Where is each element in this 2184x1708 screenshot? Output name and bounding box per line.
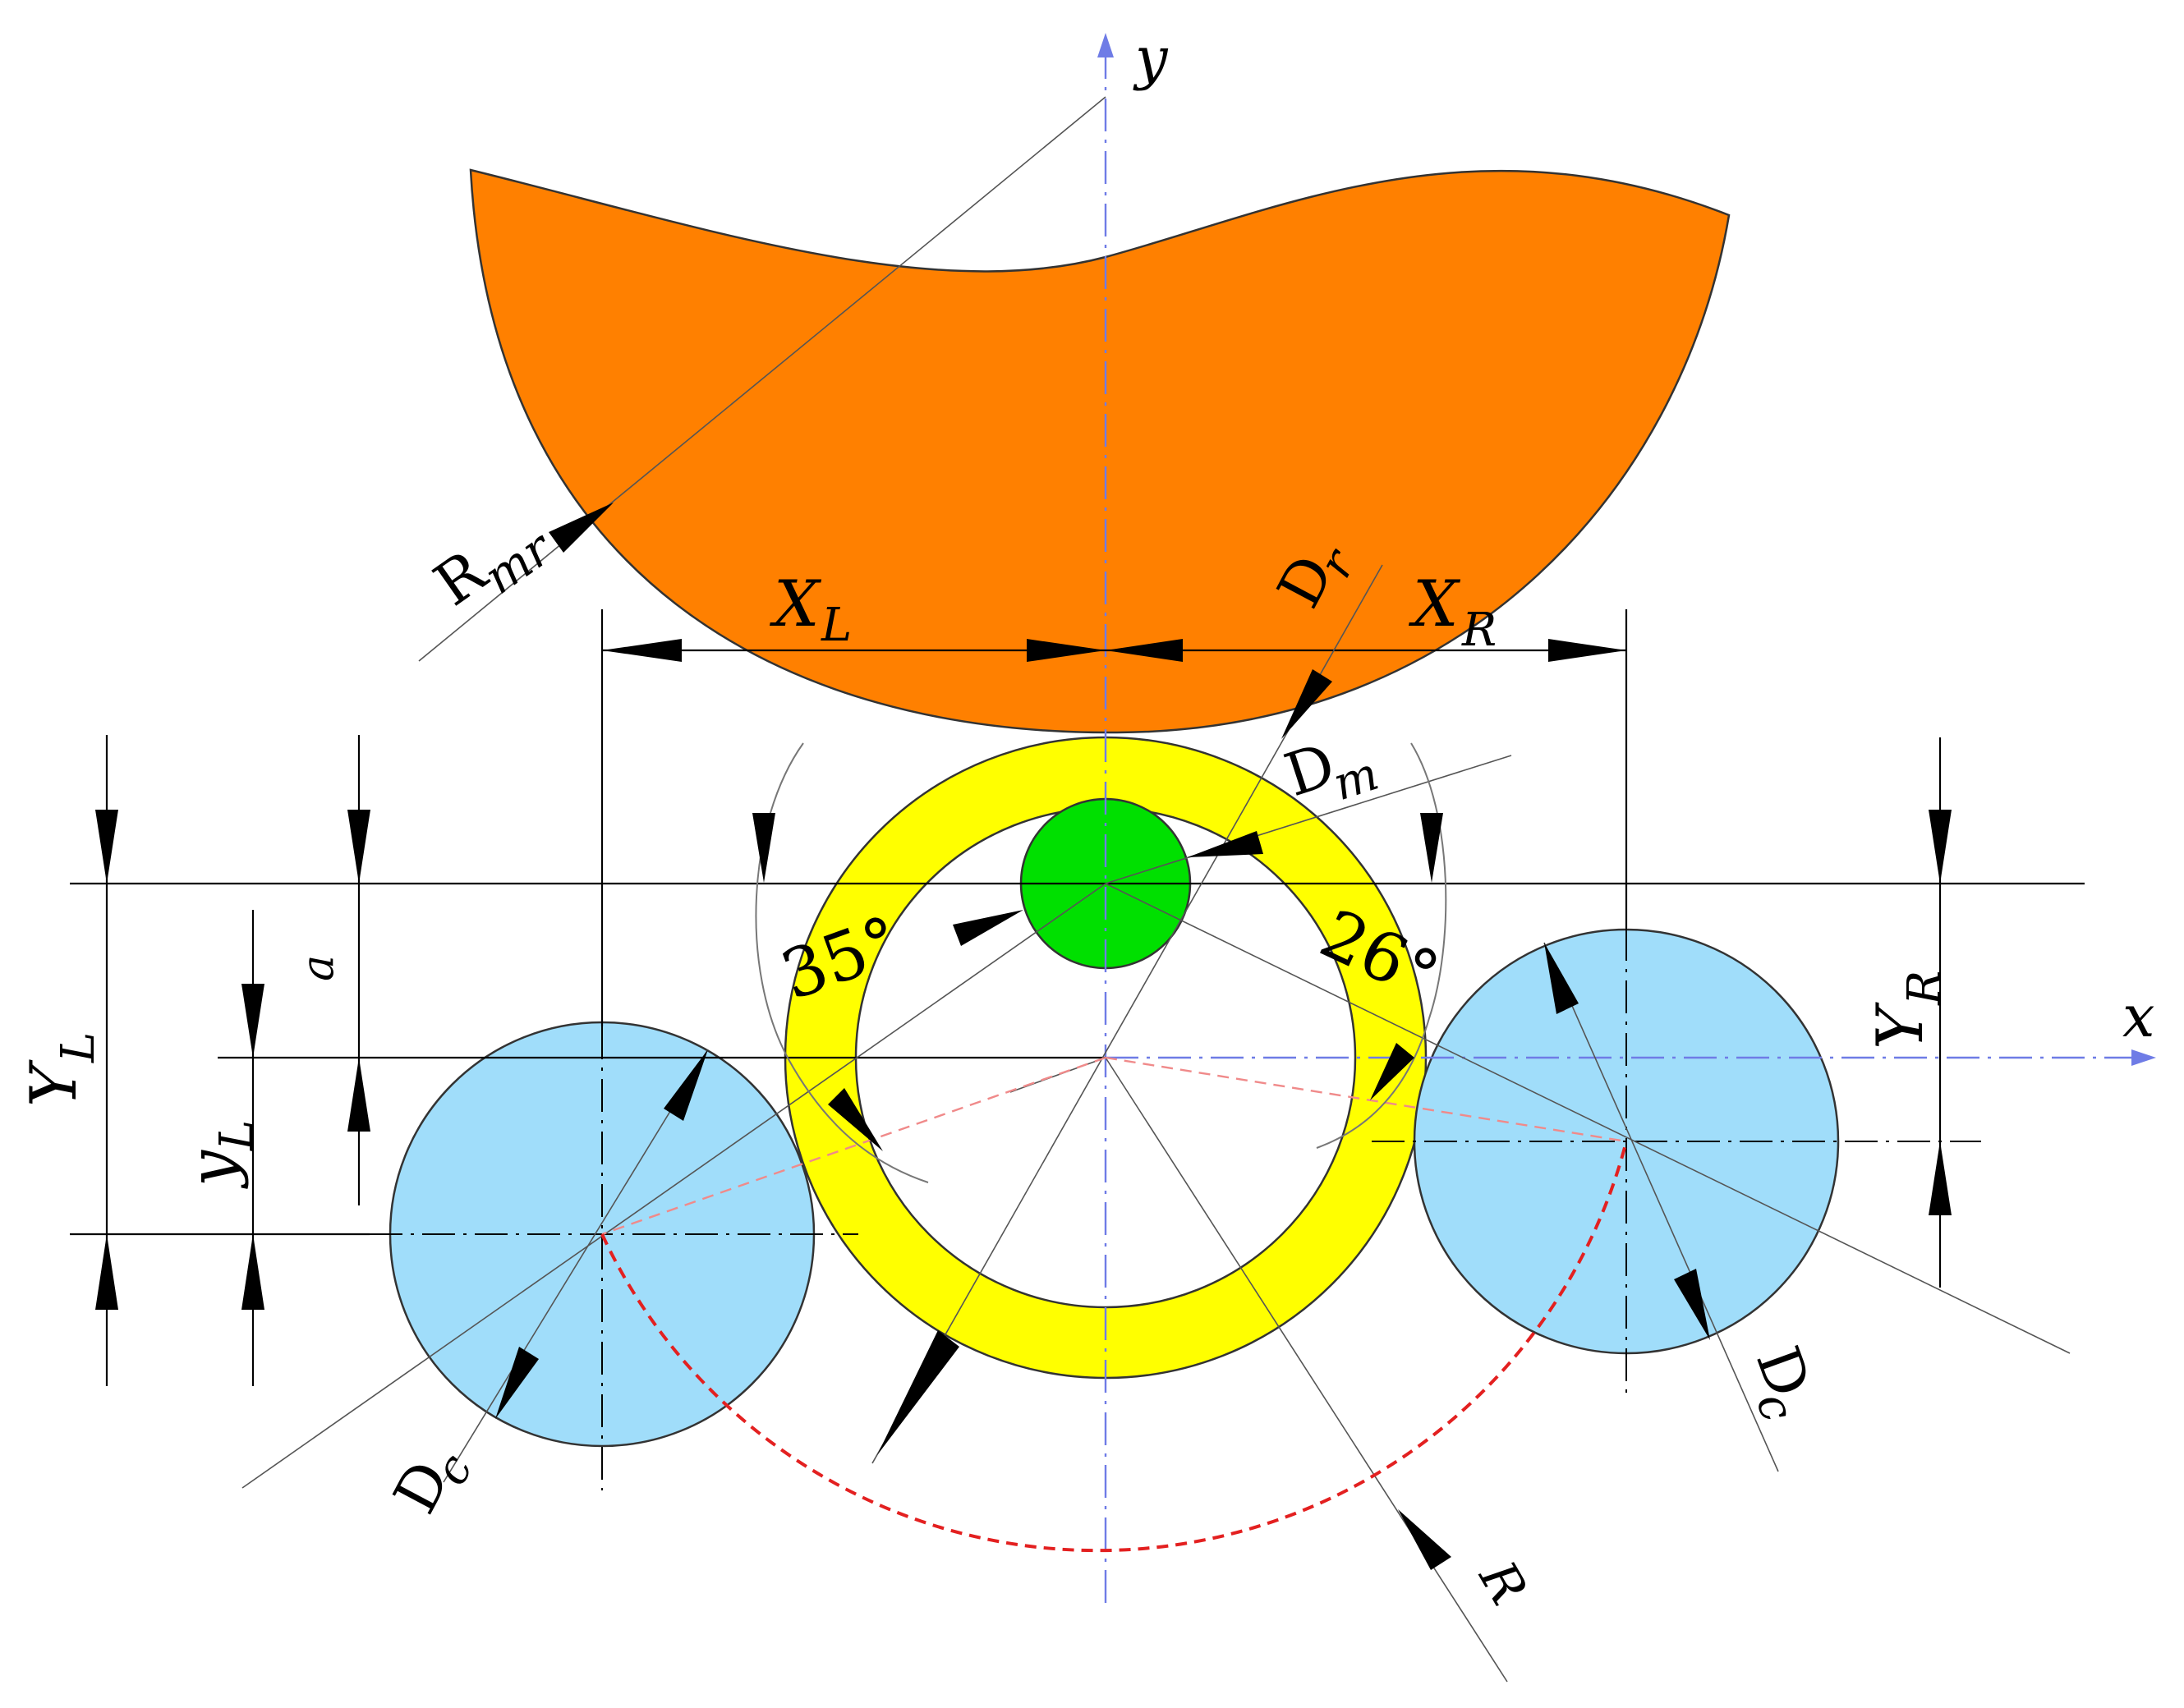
yl-label: Y L	[17, 1032, 105, 1107]
dc-right-arrow-bottom	[1674, 1269, 1710, 1340]
svg-text:L: L	[52, 1032, 105, 1063]
svg-text:L: L	[821, 599, 852, 652]
r-arrow	[1398, 1509, 1451, 1570]
dr-arrow-bottom	[877, 1330, 959, 1455]
r-label: R	[1468, 1550, 1539, 1614]
svg-text:R: R	[1898, 971, 1952, 1006]
dc-left-arrow-bottom	[495, 1347, 539, 1419]
a-arrow-top	[347, 810, 370, 884]
y-l-arrow-bottom	[241, 1234, 264, 1310]
rmr-label: R mr	[422, 519, 564, 619]
dm-arrow-bottom	[953, 910, 1023, 946]
svg-text:L: L	[210, 1120, 264, 1151]
x-axis-label: x	[2122, 983, 2154, 1050]
red-arc	[600, 1141, 1628, 1553]
svg-text:Y: Y	[1864, 1002, 1938, 1049]
dr-arrow-top	[1281, 669, 1332, 739]
angle-26-arrow-top	[1420, 813, 1443, 883]
a-label: a	[292, 955, 343, 981]
svg-text:35°: 35°	[771, 902, 910, 1016]
xr-arrow-left	[1106, 639, 1183, 662]
yr-arrow-top	[1929, 810, 1952, 884]
y-l-arrow-top	[241, 984, 264, 1058]
red-line-right	[1105, 1056, 1627, 1143]
angle-26-arrow-bottom	[1370, 1043, 1414, 1100]
x-axis-arrowhead	[2131, 1049, 2156, 1066]
dc-left-label: D c	[380, 1446, 484, 1524]
y-l-label: y L	[176, 1120, 264, 1189]
dm-leader-line	[1105, 755, 1512, 884]
y-axis-label: y	[1133, 25, 1169, 92]
dc-left-arrow-top	[664, 1049, 708, 1121]
xl-arrow-right	[1027, 639, 1106, 662]
xr-arrow-right	[1548, 639, 1626, 662]
y-axis-arrowhead	[1097, 33, 1114, 57]
svg-text:Y: Y	[17, 1059, 91, 1107]
rmr-arrow	[549, 503, 614, 553]
r-leader-line	[1105, 1057, 1508, 1683]
svg-text:y: y	[176, 1150, 250, 1189]
yl-arrow-top	[95, 810, 118, 884]
angle-35-label: 35°	[771, 902, 910, 1016]
right-roller-diameter-line	[1543, 942, 1779, 1472]
rmr-leader-line	[418, 96, 1106, 662]
yr-arrow-bottom	[1929, 1141, 1952, 1215]
xl-label: X L	[769, 567, 852, 652]
left-roller-diameter-line	[443, 1049, 709, 1483]
yl-arrow-bottom	[95, 1234, 118, 1310]
dc-right-label: D c	[1743, 1338, 1824, 1428]
right-roller-contact-line	[1105, 883, 2071, 1354]
red-line-left	[601, 1056, 1106, 1236]
svg-text:R: R	[1461, 604, 1497, 657]
svg-text:X: X	[769, 567, 822, 641]
angle-35-arrow-bottom	[828, 1088, 883, 1151]
dc-right-arrow-top	[1544, 943, 1579, 1014]
xl-arrow-left	[602, 639, 682, 662]
a-arrow-bottom	[347, 1058, 370, 1132]
svg-text:m: m	[1326, 747, 1385, 811]
svg-text:R: R	[1468, 1550, 1539, 1614]
svg-text:X: X	[1408, 567, 1461, 641]
left-roller-contact-line	[241, 883, 1106, 1489]
angle-35-arrow-top	[752, 813, 775, 883]
yr-label: Y R	[1864, 971, 1952, 1049]
xr-label: X R	[1408, 567, 1497, 657]
svg-text:a: a	[292, 955, 343, 981]
dm-arrow-top	[1188, 831, 1263, 857]
